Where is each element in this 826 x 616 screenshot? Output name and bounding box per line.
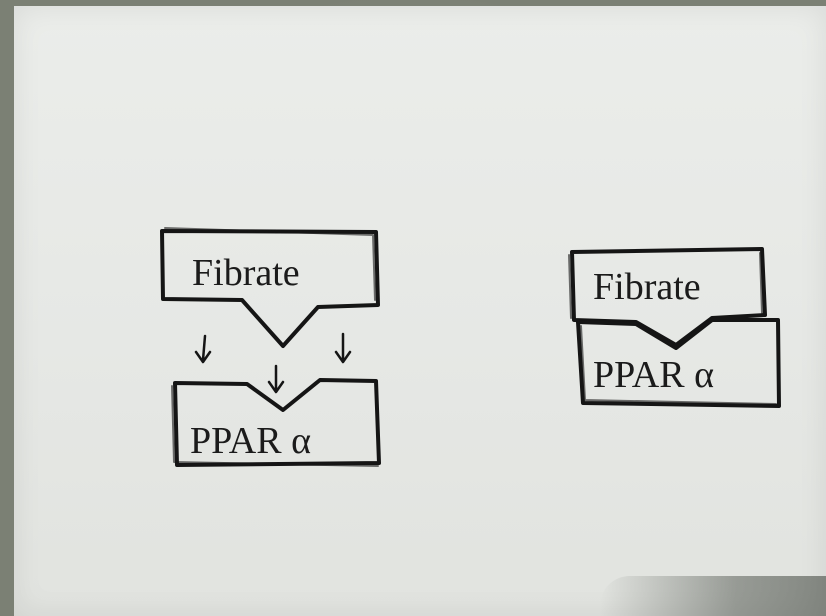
right-fibrate-label: Fibrate xyxy=(593,266,701,308)
left-fibrate-label: Fibrate xyxy=(192,252,300,294)
right-ppar-label: PPAR α xyxy=(593,354,714,396)
binding-arrows xyxy=(194,332,352,394)
arrow-right xyxy=(334,332,352,364)
right-ppar-shape-inner xyxy=(580,325,777,405)
left-fibrate-shape xyxy=(160,229,380,348)
left-ppar-label: PPAR α xyxy=(190,420,311,462)
left-fibrate-shape-inner xyxy=(164,227,376,301)
right-ppar-shape xyxy=(576,318,781,408)
paper-sheet xyxy=(14,6,826,616)
right-fibrate-shape-inner xyxy=(568,252,763,319)
paper-shadow xyxy=(600,576,826,616)
arrow-center xyxy=(267,364,285,394)
arrow-left xyxy=(194,334,212,364)
left-ppar-shape xyxy=(173,378,381,467)
left-ppar-shape-inner xyxy=(171,385,379,467)
